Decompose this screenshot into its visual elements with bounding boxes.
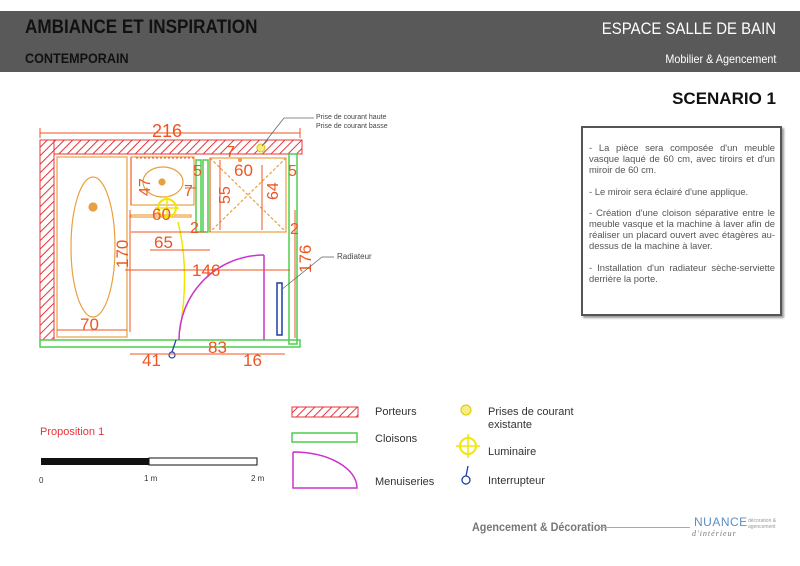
dim-2a: 2 xyxy=(190,220,199,237)
note-2: - Le miroir sera éclairé d'une applique. xyxy=(589,185,749,197)
sink-drain xyxy=(158,178,166,186)
header-bar: AMBIANCE ET INSPIRATION CONTEMPORAIN ESP… xyxy=(0,11,800,72)
description-box: - La pièce sera composée d'un meuble vas… xyxy=(581,126,782,316)
scale-zero: 0 xyxy=(39,476,44,485)
section-title: ESPACE SALLE DE BAIN xyxy=(601,19,776,38)
legend-prises: Prises de courant existante xyxy=(488,406,577,431)
dim-41: 41 xyxy=(142,351,161,370)
dim-60-top: 60 xyxy=(234,161,253,180)
partitions xyxy=(39,153,301,348)
dim-5a: 5 xyxy=(193,163,202,180)
callout-radiator: Radiateur xyxy=(337,252,372,261)
legend-swatch-menuiseries xyxy=(292,451,358,489)
brand-logo-sub: d'intérieur xyxy=(692,529,737,538)
callouts: Prise de courant haute Prise de courant … xyxy=(261,114,388,291)
note-3: - Création d'une cloison séparative entr… xyxy=(589,206,775,252)
dim-5b: 5 xyxy=(288,163,297,180)
dim-65: 65 xyxy=(154,233,173,252)
switch xyxy=(168,339,177,359)
dim-83: 83 xyxy=(208,338,227,357)
brand-logo-side: décoration & agencement xyxy=(748,518,777,530)
footer-text: Agencement & Décoration xyxy=(472,520,608,534)
scenario-title: SCENARIO 1 xyxy=(672,89,776,108)
dim-176: 176 xyxy=(296,245,315,273)
page-title: AMBIANCE ET INSPIRATION xyxy=(25,17,258,38)
scale-bar: 0 1 m 2 m xyxy=(39,457,265,485)
bathtub-basin xyxy=(70,176,116,318)
dim-64: 64 xyxy=(265,182,282,200)
dim-7b: 7 xyxy=(184,183,193,200)
bearing-walls xyxy=(39,139,303,341)
legend-porteurs: Porteurs xyxy=(375,406,417,418)
bathtub xyxy=(56,156,128,338)
dim-7a: 7 xyxy=(226,144,235,161)
furniture xyxy=(56,156,287,338)
dim-55: 55 xyxy=(217,186,234,204)
dim-2b: 2 xyxy=(290,221,299,238)
footer-divider xyxy=(598,527,690,528)
callout-outlet-low: Prise de courant basse xyxy=(316,123,388,130)
dim-170: 170 xyxy=(113,240,132,268)
page-subtitle: CONTEMPORAIN xyxy=(25,50,129,66)
note-1: - La pièce sera composée d'un meuble vas… xyxy=(589,142,775,176)
dimension-lines xyxy=(39,128,301,355)
dim-16: 16 xyxy=(243,351,262,370)
legend-menuiseries: Menuiseries xyxy=(375,476,435,488)
dim-146: 146 xyxy=(192,261,220,280)
legend-cloisons: Cloisons xyxy=(375,433,418,445)
legend-swatch-cloisons xyxy=(291,432,358,443)
legend: Porteurs Cloisons Menuiseries Prises de … xyxy=(291,404,577,489)
dim-60b: 60 xyxy=(152,205,171,224)
legend-swatch-porteurs xyxy=(291,406,359,418)
proposition-label: Proposition 1 xyxy=(40,426,104,438)
radiator xyxy=(276,282,283,336)
scale-two: 2 m xyxy=(251,474,265,483)
door xyxy=(178,254,265,341)
scale-one: 1 m xyxy=(144,474,158,483)
brand-logo: NUANCE xyxy=(694,515,748,529)
legend-swatch-outlet xyxy=(460,404,472,416)
legend-luminaire: Luminaire xyxy=(488,446,536,458)
dim-70: 70 xyxy=(80,315,99,334)
dimension-labels: 216 47 5 60 5 7 7 55 64 60 2 2 170 65 14… xyxy=(80,121,315,370)
note-4: - Installation d'un radiateur sèche-serv… xyxy=(589,261,775,284)
legend-swatch-luminaire xyxy=(456,434,480,458)
legend-swatch-switch xyxy=(461,465,471,485)
legend-interrupteur: Interrupteur xyxy=(488,475,545,487)
callout-outlet-high: Prise de courant haute xyxy=(316,114,387,121)
dim-216: 216 xyxy=(152,121,182,141)
sink xyxy=(142,166,184,198)
section-subtitle: Mobilier & Agencement xyxy=(664,52,776,66)
dim-47: 47 xyxy=(137,178,154,196)
bathtub-drain xyxy=(88,202,98,212)
outlets xyxy=(238,143,266,162)
